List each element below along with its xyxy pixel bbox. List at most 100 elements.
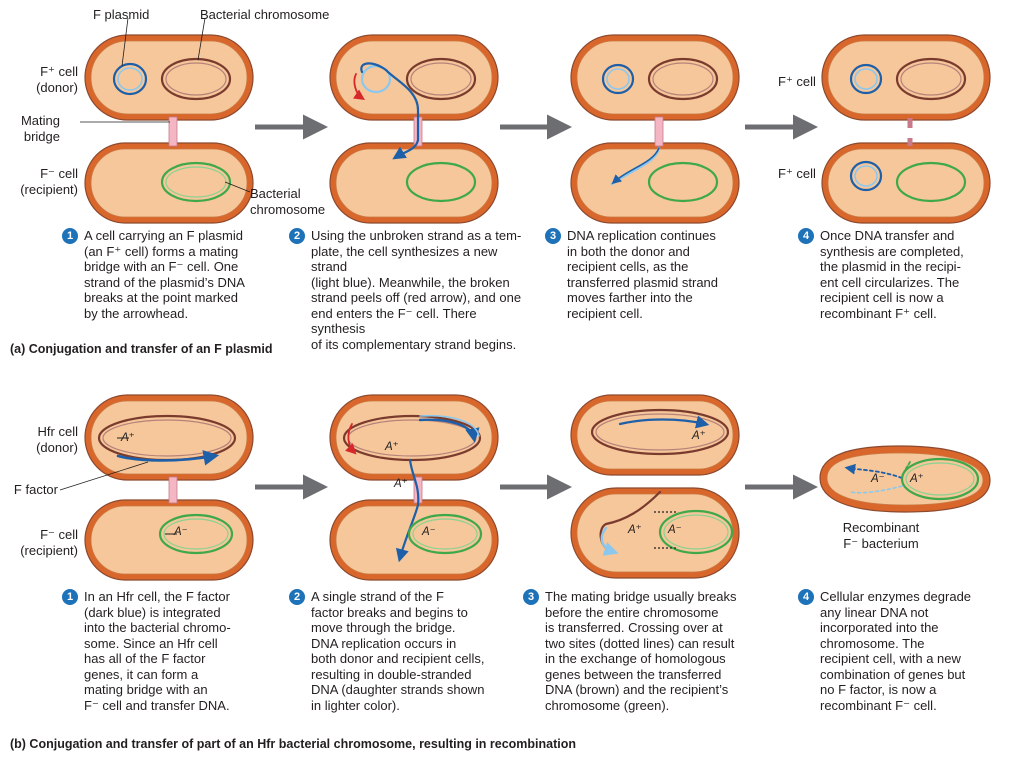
step-b-1-badge: 1 xyxy=(62,589,78,605)
a2-f-plasmid xyxy=(360,64,392,94)
b2-f-factor-top xyxy=(418,418,480,443)
a1-recipient-chromosome xyxy=(160,161,232,203)
b2-f-factor-top-light xyxy=(419,414,480,437)
a3-donor-chromosome xyxy=(647,57,719,101)
a2-recipient-cell xyxy=(329,142,499,224)
step-a-2-badge: 2 xyxy=(289,228,305,244)
step-b-1-text: In an Hfr cell, the F factor (dark blue)… xyxy=(84,589,231,713)
bacterial-chromosome-label-top: Bacterial chromosome xyxy=(200,7,330,22)
a2-donor-chromosome xyxy=(405,57,477,101)
b1-leader-f-factor xyxy=(59,461,149,491)
b4-degraded-dna-light xyxy=(849,485,903,494)
a3-recipient-chromosome xyxy=(647,161,719,203)
a1-f-plasmid-inner xyxy=(117,67,143,91)
step-b-3-text: The mating bridge usually breaks before … xyxy=(545,589,737,713)
step-a-1-text: A cell carrying an F plasmid (an F⁺ cell… xyxy=(84,228,245,321)
b1-recipient-cell xyxy=(84,499,254,581)
gene-a-plus-b3-top: A⁺ xyxy=(692,430,706,442)
a4-top-chromosome-inner xyxy=(900,62,962,96)
a2-transferring-strand xyxy=(360,62,420,160)
a1-f-plasmid-outer xyxy=(112,62,148,96)
a3-transferred-strand xyxy=(611,147,660,185)
b2-transferring-strand xyxy=(395,458,420,563)
a3-donor-cell xyxy=(570,34,740,121)
a1-leader-chromosome xyxy=(197,17,206,61)
step-b-3-badge: 3 xyxy=(523,589,539,605)
f-plus-donor-label: F⁺ cell (donor) xyxy=(36,64,78,95)
step-b-2-badge: 2 xyxy=(289,589,305,605)
gene-a-plus-b3: A⁺ xyxy=(628,524,642,536)
b4-recipient-chromosome-inner xyxy=(905,462,975,496)
b2-recipient-chromosome-inner xyxy=(412,518,478,550)
a3-mating-bridge xyxy=(654,116,664,147)
gene-a-plus-b2-top: A⁺ xyxy=(385,441,399,453)
a1-donor-chromosome xyxy=(160,57,232,101)
gene-a-minus-b3: A⁻ xyxy=(668,524,682,536)
a2-peel-arrow xyxy=(353,73,365,101)
caption-b: (b) Conjugation and transfer of part of … xyxy=(10,737,577,751)
a1-donor-chromosome-inner xyxy=(165,62,227,96)
b1-hfr-chromosome-inner xyxy=(102,419,232,457)
a4-bottom-chromosome xyxy=(895,161,967,203)
b1-recipient-chromosome xyxy=(158,513,234,555)
f-factor-label: F factor xyxy=(13,482,58,497)
f-plus-cell-label-1: F⁺ cell xyxy=(778,74,816,89)
a1-mating-bridge xyxy=(168,116,178,147)
a4-top-cell xyxy=(821,34,991,121)
b3-recipient-cell xyxy=(570,487,740,579)
b1-recipient-chromosome-inner xyxy=(163,518,229,550)
a4-bottom-plasmid xyxy=(849,160,883,192)
b3-f-factor-remnant xyxy=(618,415,710,429)
b4-recipient-chromosome xyxy=(900,457,980,501)
step-a-2-text: Using the unbroken strand as a tem- plat… xyxy=(311,228,522,352)
gene-a-minus-b1: A⁻ xyxy=(174,526,188,538)
f-plus-cell-label-2: F⁺ cell xyxy=(778,166,816,181)
a4-top-plasmid-inner xyxy=(854,68,878,90)
caption-a: (a) Conjugation and transfer of an F pla… xyxy=(10,342,273,356)
gene-a-plus-b4: A⁺ xyxy=(910,473,924,485)
a1-leader-chromosome-bottom xyxy=(224,181,251,193)
a4-top-chromosome xyxy=(895,57,967,101)
step-b-2-text: A single strand of the F factor breaks a… xyxy=(311,589,485,713)
bacterial-chromosome-label-bottom: Bacterial chromosome xyxy=(250,186,326,217)
a1-donor-cell xyxy=(84,34,254,121)
step-a-4-badge: 4 xyxy=(798,228,814,244)
b2-recipient-cell xyxy=(329,499,499,581)
a2-recipient-chromosome xyxy=(405,161,477,203)
b3-recipient-chromosome xyxy=(658,509,734,555)
b3-hfr-chromosome-inner xyxy=(595,413,725,451)
f-plasmid-label: F plasmid xyxy=(93,7,150,22)
step-a-3-text: DNA replication continues in both the do… xyxy=(567,228,719,321)
step-b-4-badge: 4 xyxy=(798,589,814,605)
f-minus-recipient-label-a: F⁻ cell (recipient) xyxy=(20,166,78,197)
b1-mating-bridge xyxy=(168,476,178,504)
step-a-1-badge: 1 xyxy=(62,228,78,244)
b3-hfr-chromosome xyxy=(590,408,730,456)
step-b-4-text: Cellular enzymes degrade any linear DNA … xyxy=(820,589,972,713)
a4-bottom-plasmid-inner xyxy=(854,165,878,187)
gene-a-minus-b2: A⁻ xyxy=(422,526,436,538)
mating-bridge-label: Mating bridge xyxy=(20,113,60,144)
a1-leader-f-plasmid xyxy=(121,17,129,67)
b2-peel-arrow xyxy=(345,423,357,455)
gene-a-plus-b1: A⁺ xyxy=(121,432,135,444)
gene-a-plus-b2-bridge: A⁺ xyxy=(394,478,408,490)
a3-f-plasmid xyxy=(601,63,635,95)
a3-f-plasmid-inner xyxy=(606,68,630,90)
b2-recipient-chromosome xyxy=(407,513,483,555)
b3-transferred-light xyxy=(600,526,619,556)
b3-recipient-chromosome-inner xyxy=(663,514,729,550)
step-a-4-text: Once DNA transfer and synthesis are comp… xyxy=(820,228,964,321)
b4-recombined-segment xyxy=(901,461,911,479)
a4-top-plasmid xyxy=(849,63,883,95)
b4-degraded-dna xyxy=(844,463,903,479)
f-minus-recipient-label-b: F⁻ cell (recipient) xyxy=(20,527,78,558)
a3-donor-chromosome-inner xyxy=(652,62,714,96)
b1-f-factor xyxy=(116,450,220,466)
gene-a-minus-b4: A⁻ xyxy=(871,473,885,485)
recombinant-label: Recombinant F⁻ bacterium xyxy=(842,520,920,551)
b1-donor-cell xyxy=(84,394,254,481)
a2-donor-chromosome-inner xyxy=(410,62,472,96)
b2-hfr-chromosome xyxy=(342,414,482,462)
